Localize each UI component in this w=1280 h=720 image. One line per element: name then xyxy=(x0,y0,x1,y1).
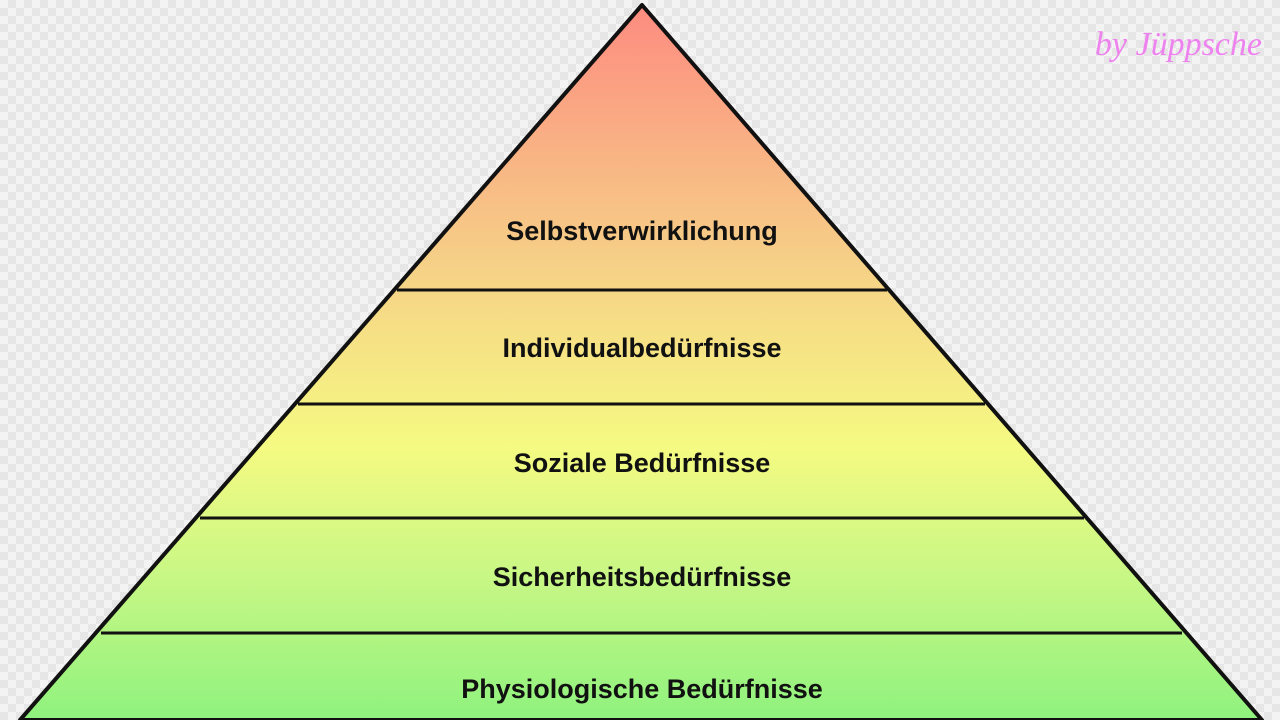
level-dividers xyxy=(101,288,1182,635)
level-label-social: Soziale Bedürfnisse xyxy=(514,448,771,478)
level-label-safety: Sicherheitsbedürfnisse xyxy=(493,562,792,592)
level-label-self-actualization: Selbstverwirklichung xyxy=(506,216,778,246)
pyramid-shape xyxy=(18,3,1264,720)
level-label-esteem: Individualbedürfnisse xyxy=(502,333,781,363)
watermark-text: by Jüppsche xyxy=(1094,26,1262,63)
level-label-physiological: Physiologische Bedürfnisse xyxy=(461,674,823,704)
